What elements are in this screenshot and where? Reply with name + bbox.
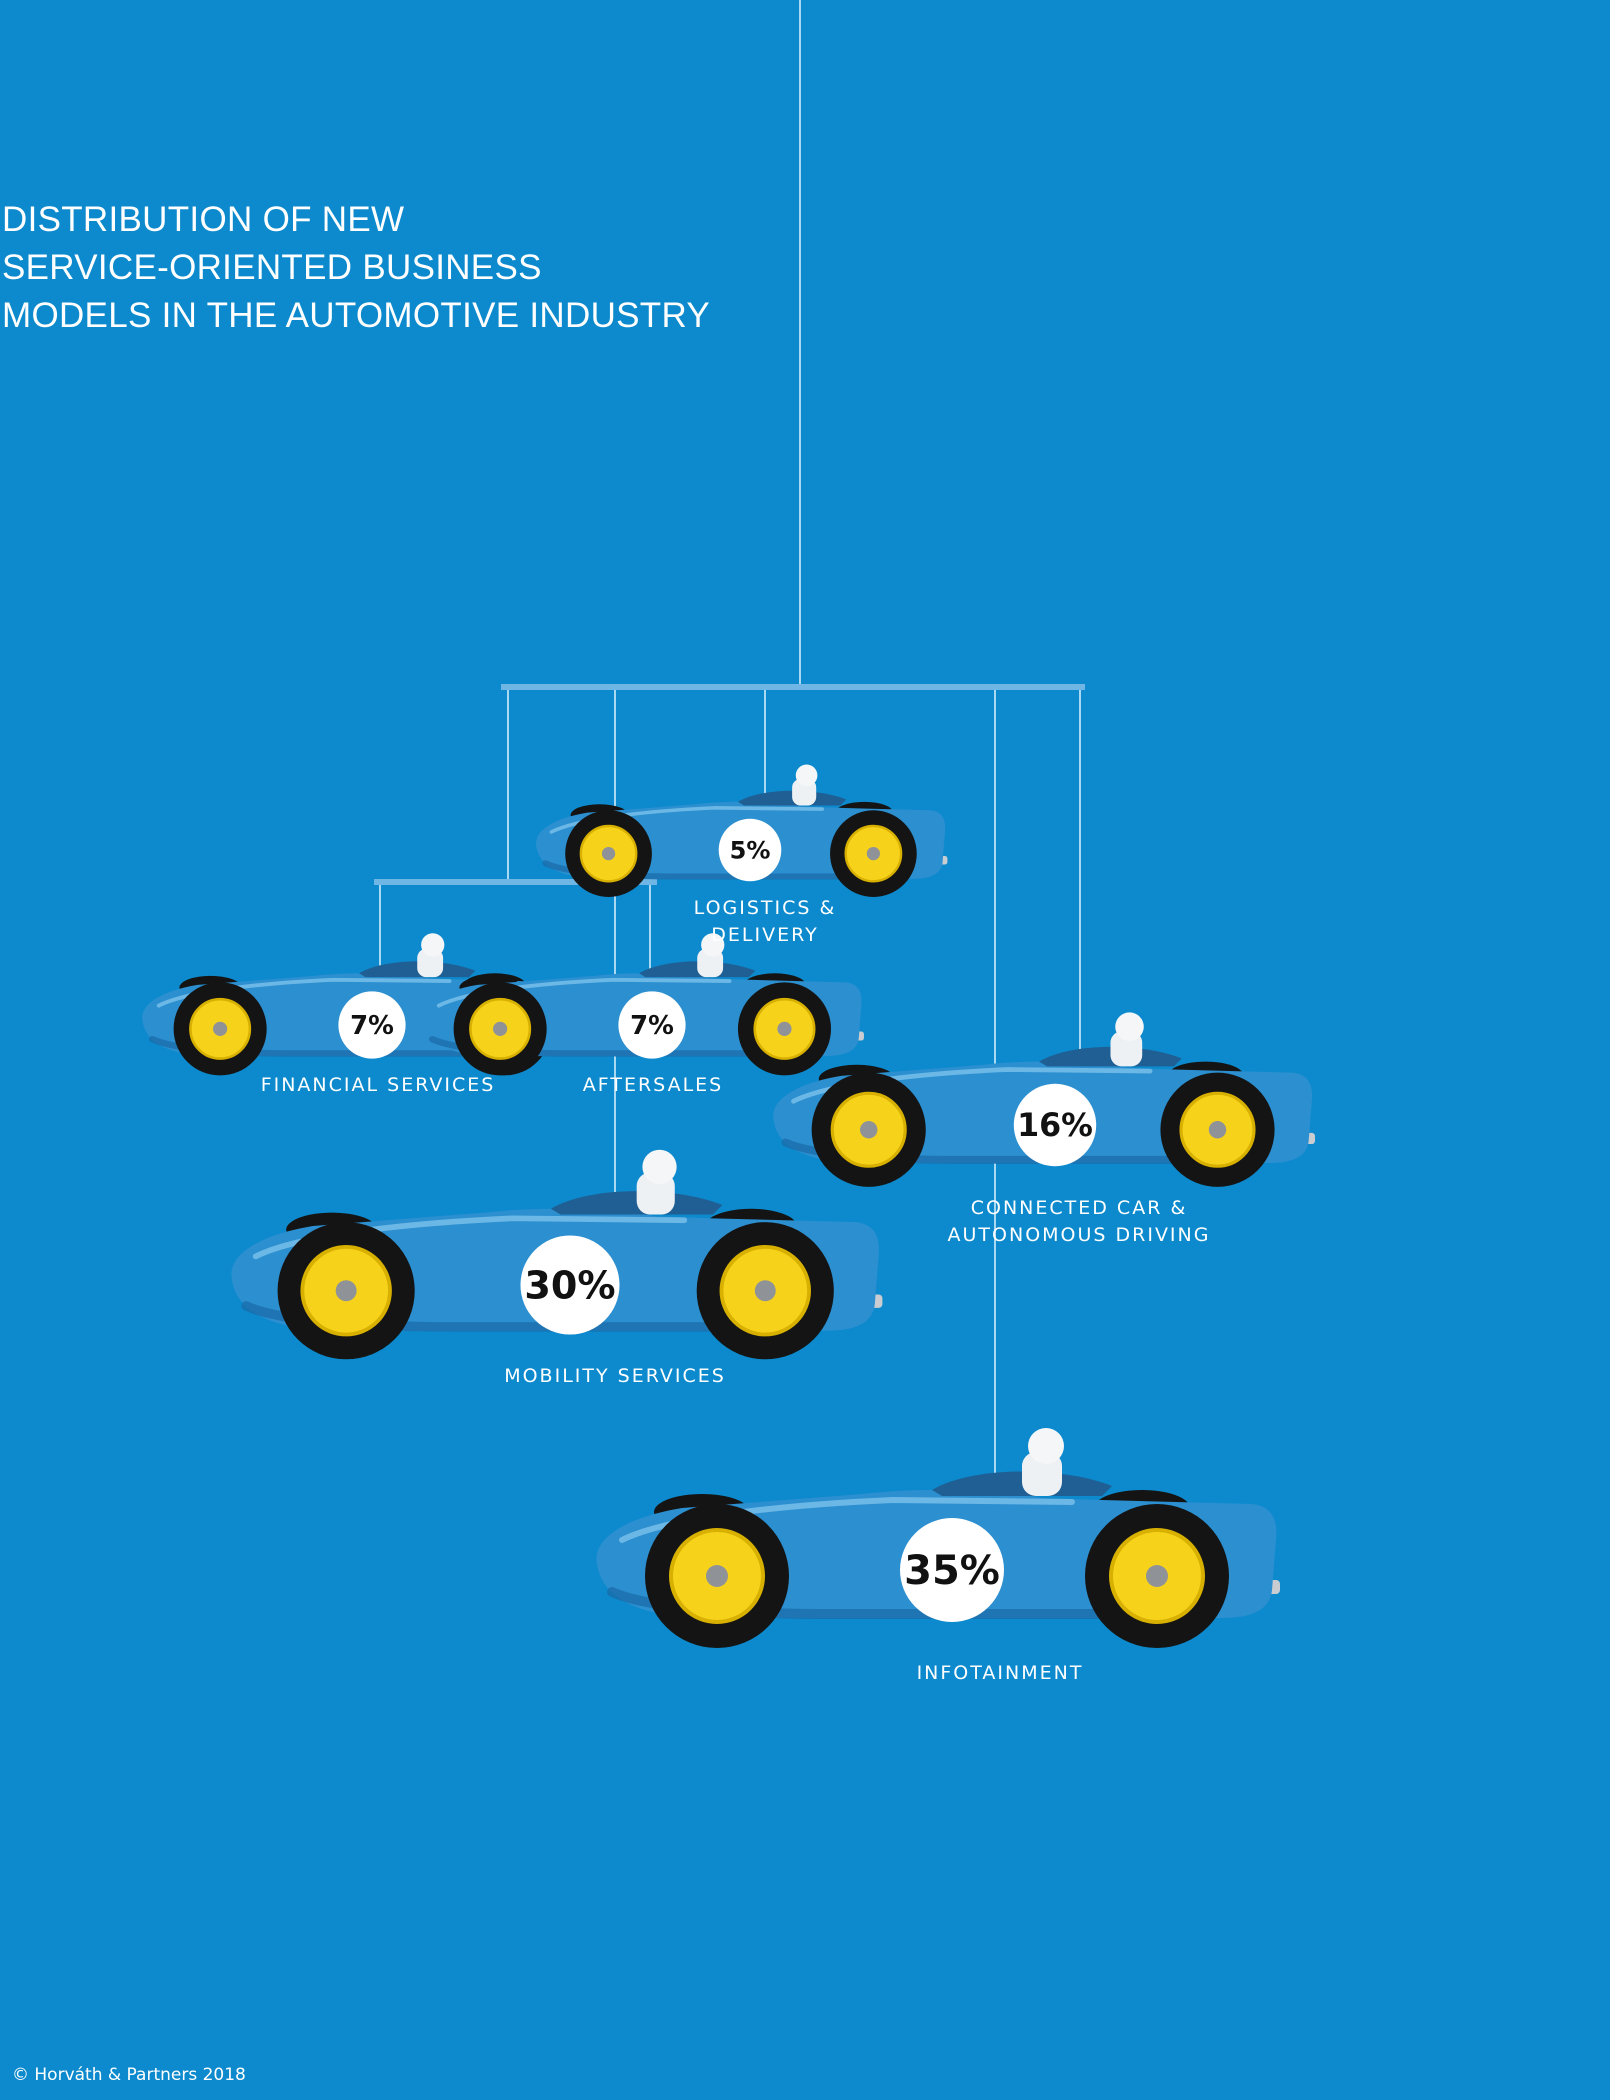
title-line-3: MODELS IN THE AUTOMOTIVE INDUSTRY xyxy=(2,296,711,335)
badge-connected xyxy=(1013,1083,1097,1167)
category-label-aftersales: AFTERSALES xyxy=(583,1074,723,1096)
copyright-notice: © Horváth & Partners 2018 xyxy=(12,2065,246,2085)
badge-infotainment xyxy=(900,1518,1004,1622)
title-line-1: DISTRIBUTION OF NEW xyxy=(2,200,405,239)
page-title: DISTRIBUTION OF NEW SERVICE-ORIENTED BUS… xyxy=(2,196,710,340)
category-label-mobility: MOBILITY SERVICES xyxy=(504,1365,726,1387)
category-label-infotainment: INFOTAINMENT xyxy=(917,1662,1084,1684)
value-label-connected: 16% xyxy=(1017,1108,1093,1144)
category-label-financial: FINANCIAL SERVICES xyxy=(261,1074,496,1096)
badge-financial xyxy=(338,991,406,1059)
car-aftersales: 7% xyxy=(422,933,864,1076)
car-markers: 5% 7% 7% 16% 30% 35% xyxy=(142,764,1316,1648)
car-connected: 16% xyxy=(773,1012,1316,1187)
category-label-logistics-2: DELIVERY xyxy=(711,924,818,946)
badge-aftersales xyxy=(618,991,686,1059)
value-label-mobility: 30% xyxy=(524,1263,615,1307)
value-label-financial: 7% xyxy=(350,1011,394,1041)
mobile-bars xyxy=(374,684,1085,885)
category-label-connected-2: AUTONOMOUS DRIVING xyxy=(948,1224,1211,1246)
car-logistics: 5% xyxy=(536,764,948,897)
category-labels: LOGISTICS & DELIVERY FINANCIAL SERVICES AFT… xyxy=(261,897,1211,1684)
car-infotainment: 35% xyxy=(596,1428,1280,1648)
value-label-logistics: 5% xyxy=(730,836,771,864)
car-mobility: 30% xyxy=(231,1149,883,1360)
badge-mobility xyxy=(520,1235,620,1335)
category-label-connected-1: CONNECTED CAR & xyxy=(971,1197,1188,1219)
top-bar xyxy=(501,684,1085,690)
title-line-2: SERVICE-ORIENTED BUSINESS xyxy=(2,248,542,287)
category-label-logistics-1: LOGISTICS & xyxy=(694,897,837,919)
value-label-aftersales: 7% xyxy=(630,1011,674,1041)
badge-logistics xyxy=(718,818,782,882)
value-label-infotainment: 35% xyxy=(904,1548,1000,1594)
sub-bar xyxy=(374,879,657,885)
